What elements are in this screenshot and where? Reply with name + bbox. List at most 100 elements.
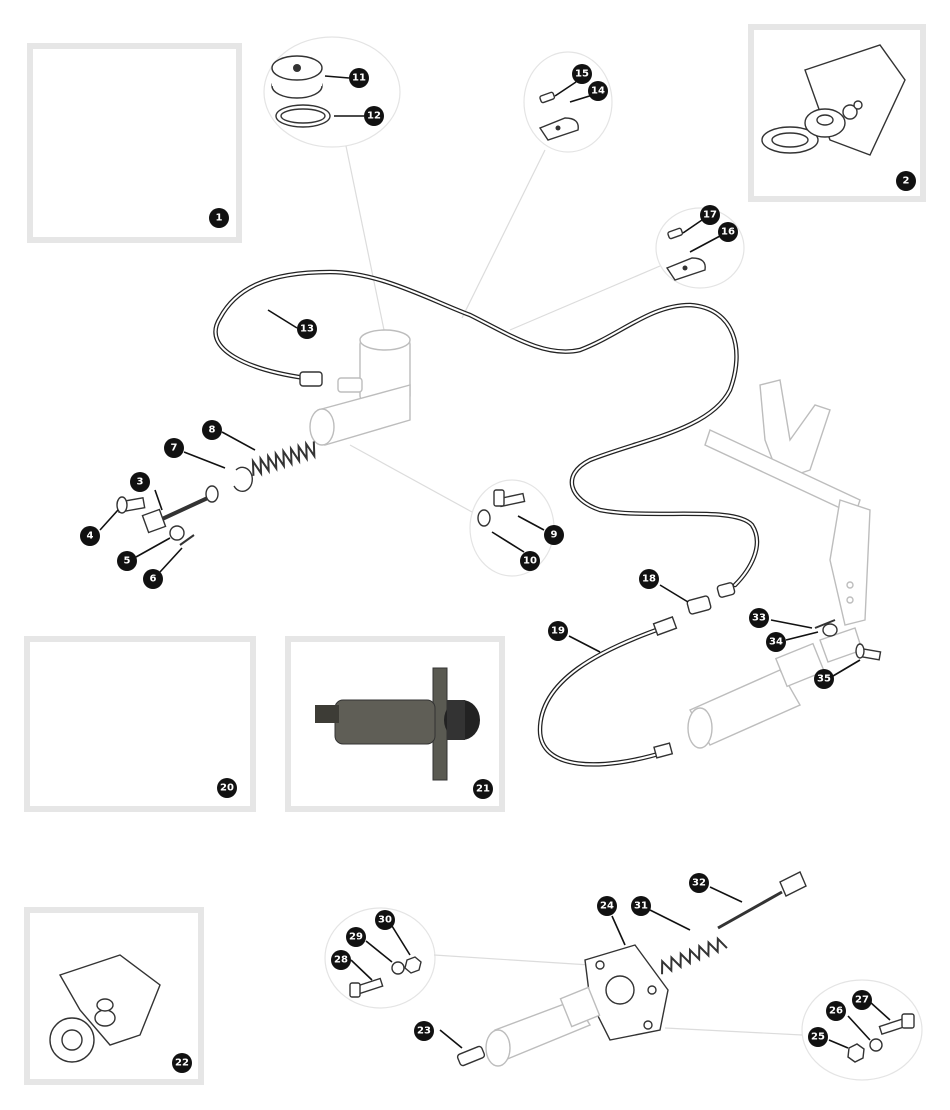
callout-4: 4 xyxy=(80,526,100,546)
svg-text:4: 4 xyxy=(87,531,94,542)
callout-11: 11 xyxy=(349,68,369,88)
svg-text:17: 17 xyxy=(703,210,717,221)
callout-14: 14 xyxy=(588,81,608,101)
svg-text:16: 16 xyxy=(721,227,735,238)
clevis-pin-set xyxy=(814,619,882,661)
arrow-15 xyxy=(554,81,577,97)
svg-text:12: 12 xyxy=(367,111,381,122)
inset-panel-20 xyxy=(24,636,256,812)
callout-35: 35 xyxy=(814,669,834,689)
leader-line xyxy=(664,1027,803,1036)
svg-text:1: 1 xyxy=(216,213,223,224)
svg-text:6: 6 xyxy=(150,574,157,585)
callout-29: 29 xyxy=(346,927,366,947)
callout-20: 20 xyxy=(217,778,237,798)
callout-34: 34 xyxy=(766,632,786,652)
svg-text:8: 8 xyxy=(209,425,216,436)
callout-12: 12 xyxy=(364,106,384,126)
arrow-27 xyxy=(869,1001,891,1021)
svg-text:34: 34 xyxy=(769,637,783,648)
callout-1: 1 xyxy=(209,208,229,228)
svg-text:24: 24 xyxy=(600,901,614,912)
leader-line xyxy=(433,954,591,966)
callout-23: 23 xyxy=(414,1021,434,1041)
circlip xyxy=(233,466,253,493)
callout-28: 28 xyxy=(331,950,351,970)
detail-bubbles xyxy=(263,36,923,1081)
flexible-hose xyxy=(537,616,678,767)
leader-line xyxy=(461,149,546,319)
arrow-8 xyxy=(221,431,256,451)
fixings-right xyxy=(847,1013,915,1063)
callout-3: 3 xyxy=(130,472,150,492)
master-cylinder xyxy=(299,329,411,446)
callout-21: 21 xyxy=(473,779,493,799)
svg-text:27: 27 xyxy=(855,995,869,1006)
arrow-26 xyxy=(847,1015,871,1041)
svg-text:18: 18 xyxy=(642,574,656,585)
callout-25: 25 xyxy=(808,1027,828,1047)
arrow-25 xyxy=(828,1039,849,1049)
pipe-clip-lower xyxy=(665,227,706,281)
svg-text:10: 10 xyxy=(523,556,537,567)
svg-text:13: 13 xyxy=(300,324,314,335)
push-rod xyxy=(116,485,219,546)
arrow-4 xyxy=(99,509,119,531)
svg-text:29: 29 xyxy=(349,932,363,943)
svg-text:25: 25 xyxy=(811,1032,825,1043)
arrow-19 xyxy=(568,635,601,653)
inset-panel-1 xyxy=(27,43,242,243)
arrow-16 xyxy=(689,235,721,253)
svg-text:3: 3 xyxy=(137,477,144,488)
pipe-union xyxy=(299,371,323,387)
callout-26: 26 xyxy=(826,1001,846,1021)
arrow-6 xyxy=(159,547,183,573)
filler-cap xyxy=(271,55,331,128)
arrow-32 xyxy=(709,886,743,903)
arrow-31 xyxy=(649,909,691,931)
callout-30: 30 xyxy=(375,910,395,930)
arrow-18 xyxy=(659,584,689,603)
callout-33: 33 xyxy=(749,608,769,628)
slave-cylinder-photo xyxy=(315,667,480,781)
fixings-left xyxy=(349,956,422,998)
callout-19: 19 xyxy=(548,621,568,641)
hose-fitting xyxy=(653,742,674,759)
arrow-9 xyxy=(517,515,545,531)
callout-7: 7 xyxy=(164,438,184,458)
leader-line xyxy=(509,265,661,331)
arrow-24 xyxy=(611,915,626,946)
callout-10: 10 xyxy=(520,551,540,571)
svg-text:21: 21 xyxy=(476,784,490,795)
slave-cylinder-assembly xyxy=(456,871,807,1067)
callout-24: 24 xyxy=(597,896,617,916)
arrow-29 xyxy=(365,940,393,963)
hose-fitting xyxy=(652,616,678,636)
hydraulic-pipe xyxy=(213,269,760,588)
arrow-3 xyxy=(154,489,163,511)
arrow-30 xyxy=(391,925,411,956)
svg-text:11: 11 xyxy=(352,73,366,84)
arrow-35 xyxy=(832,659,861,677)
svg-text:33: 33 xyxy=(752,613,766,624)
callout-16: 16 xyxy=(718,222,738,242)
arrow-13 xyxy=(267,309,298,329)
callout-32: 32 xyxy=(689,873,709,893)
svg-text:35: 35 xyxy=(817,674,831,685)
pipe-clip-upper xyxy=(538,91,579,141)
washer xyxy=(169,525,185,541)
arrow-23 xyxy=(439,1029,463,1049)
svg-text:15: 15 xyxy=(575,69,589,80)
callout-31: 31 xyxy=(631,896,651,916)
callout-5: 5 xyxy=(117,551,137,571)
svg-text:22: 22 xyxy=(175,1058,189,1069)
callout-9: 9 xyxy=(544,525,564,545)
callout-2: 2 xyxy=(896,171,916,191)
callout-arrows xyxy=(99,75,891,1049)
callout-18: 18 xyxy=(639,569,659,589)
leader-line xyxy=(345,145,385,331)
callout-6: 6 xyxy=(143,569,163,589)
bolt-and-washer xyxy=(477,489,526,527)
svg-text:23: 23 xyxy=(417,1026,431,1037)
